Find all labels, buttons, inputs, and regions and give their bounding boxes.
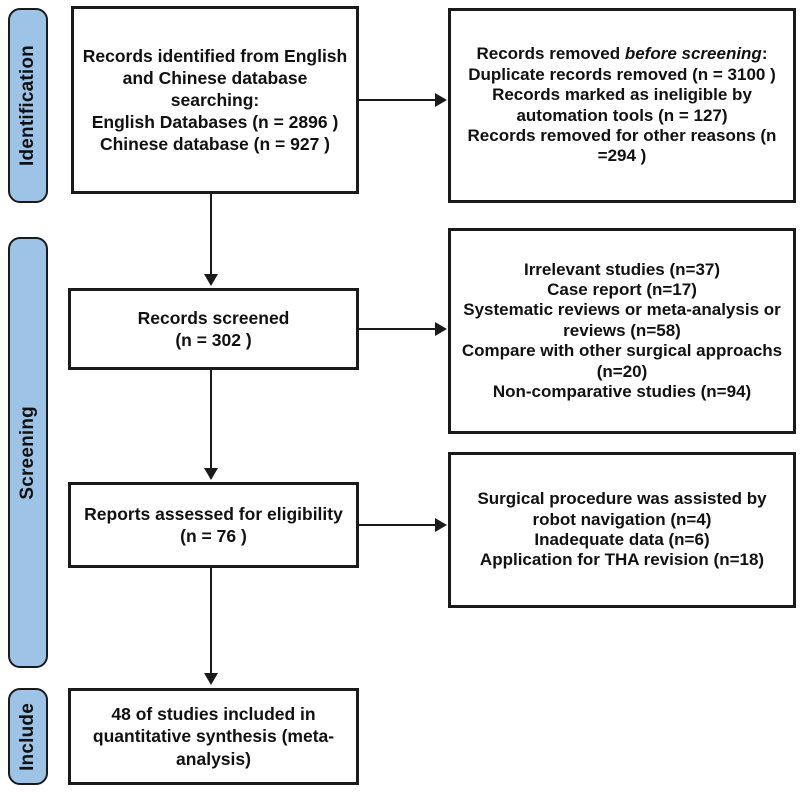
box-records-screened: Records screened (n = 302 ) [68,288,359,370]
arrowhead-identified-to-screened [204,274,218,286]
box-records-removed-line1-italic: before screening [624,44,762,64]
phase-label-screening: Screening [8,237,48,668]
box-records-removed-line1-prefix: Records removed [476,44,625,64]
arrowhead-screened-to-excluded [435,322,447,336]
phase-label-identification: Identification [8,8,48,203]
box-studies-included: 48 of studies included in quantitative s… [68,688,359,785]
connector-identified-to-removed [359,99,437,101]
box-studies-included-text: 48 of studies included in quantitative s… [92,704,335,769]
box-records-removed-text: Records removed before screening:Duplica… [457,44,787,166]
box-records-excluded: Irrelevant studies (n=37) Case report (n… [448,228,796,434]
box-records-screened-text: Records screened (n = 302 ) [137,307,290,350]
box-reports-assessed: Reports assessed for eligibility (n = 76… [68,482,359,568]
box-records-removed-rest: Duplicate records removed (n = 3100 ) Re… [467,64,777,166]
box-records-excluded-text: Irrelevant studies (n=37) Case report (n… [461,259,783,401]
arrowhead-identified-to-removed [435,93,447,107]
box-records-removed-line1-suffix: : [761,44,768,64]
connector-screened-to-assessed [210,370,212,470]
phase-label-screening-text: Screening [17,405,38,500]
arrowhead-screened-to-assessed [204,468,218,480]
connector-identified-to-screened [210,194,212,276]
phase-label-include-text: Include [17,702,38,771]
box-records-identified-text: Records identified from English and Chin… [82,45,348,155]
box-reports-excluded: Surgical procedure was assisted by robot… [448,452,796,608]
connector-assessed-to-reports-excluded [359,524,437,526]
box-reports-assessed-text: Reports assessed for eligibility (n = 76… [84,503,343,546]
box-records-identified: Records identified from English and Chin… [71,6,359,194]
connector-assessed-to-included [210,568,212,674]
box-reports-excluded-text: Surgical procedure was assisted by robot… [477,489,767,570]
phase-label-identification-text: Identification [17,44,38,167]
arrowhead-assessed-to-included [204,673,218,685]
box-records-removed: Records removed before screening:Duplica… [448,8,796,203]
connector-screened-to-excluded [359,328,437,330]
phase-label-include: Include [8,688,48,785]
arrowhead-assessed-to-reports-excluded [435,518,447,532]
